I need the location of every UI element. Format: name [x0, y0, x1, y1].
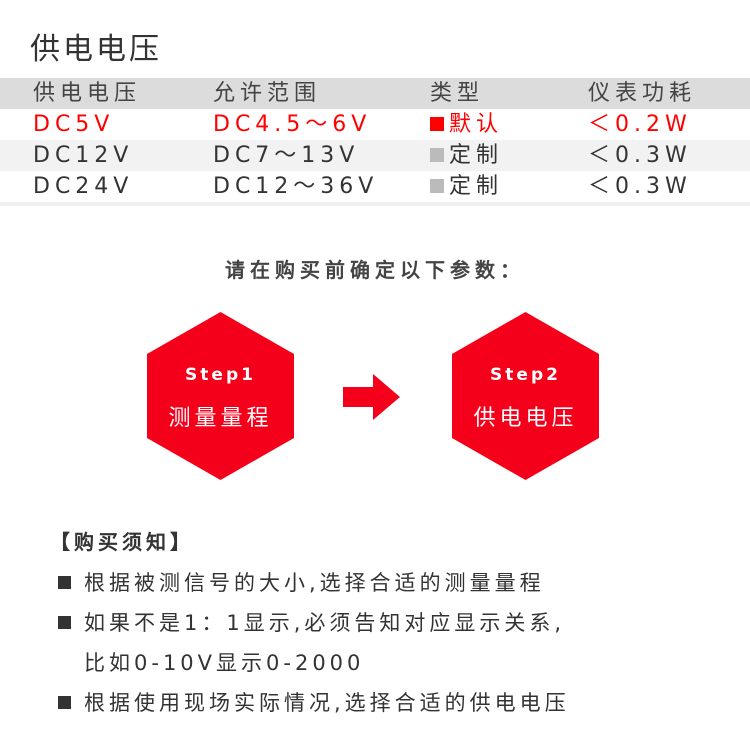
table-row: DC5V DC4.5～6V 默认 ＜0.2W	[0, 109, 750, 140]
hexagon-shape	[452, 312, 599, 480]
note-item: 根据使用现场实际情况,选择合适的供电电压	[58, 687, 570, 717]
step1-hexagon: Step1 测量量程	[147, 312, 294, 480]
note-item-continued: 比如0-10V显示0-2000	[84, 647, 364, 677]
cell-power: ＜0.2W	[588, 112, 692, 137]
cell-voltage: DC5V	[33, 112, 115, 137]
cell-type: 定制	[430, 171, 503, 202]
header-type: 类型	[430, 81, 485, 106]
type-label: 默认	[449, 112, 504, 137]
bullet-icon	[58, 616, 71, 629]
arrow-right-icon	[343, 374, 400, 420]
step-label: 测量量程	[168, 406, 273, 431]
type-label: 定制	[449, 143, 504, 168]
square-marker-icon	[430, 117, 444, 131]
cell-type: 默认	[430, 109, 503, 140]
bullet-icon	[58, 696, 71, 709]
square-marker-icon	[430, 179, 444, 193]
note-text: 根据使用现场实际情况,选择合适的供电电压	[84, 691, 570, 715]
note-text: 根据被测信号的大小,选择合适的测量量程	[84, 571, 545, 595]
table-row: DC12V DC7～13V 定制 ＜0.3W	[0, 140, 750, 171]
cell-power: ＜0.3W	[588, 174, 692, 199]
cell-voltage: DC24V	[33, 174, 134, 199]
note-item: 根据被测信号的大小,选择合适的测量量程	[58, 567, 545, 597]
cell-type: 定制	[430, 140, 503, 171]
cell-voltage: DC12V	[33, 143, 134, 168]
step-number: Step1	[185, 365, 256, 385]
table-divider	[0, 202, 750, 206]
step2-hexagon: Step2 供电电压	[452, 312, 599, 480]
note-text: 比如0-10V显示0-2000	[84, 651, 365, 675]
cell-range: DC12～36V	[213, 174, 379, 199]
cell-range: DC4.5～6V	[213, 112, 372, 137]
note-item: 如果不是1：1显示,必须告知对应显示关系,	[58, 607, 565, 637]
note-text: 如果不是1：1显示,必须告知对应显示关系,	[84, 611, 566, 635]
header-range: 允许范围	[213, 81, 322, 106]
table-header: 供电电压 允许范围 类型 仪表功耗	[0, 78, 750, 109]
step-number: Step2	[490, 365, 561, 385]
header-voltage: 供电电压	[33, 81, 142, 106]
bullet-icon	[58, 576, 71, 589]
type-label: 定制	[449, 174, 504, 199]
steps-heading: 请在购买前确定以下参数：	[225, 258, 525, 282]
hexagon-shape	[147, 312, 294, 480]
table-row: DC24V DC12～36V 定制 ＜0.3W	[0, 171, 750, 202]
header-power: 仪表功耗	[588, 81, 697, 106]
cell-power: ＜0.3W	[588, 143, 692, 168]
cell-range: DC7～13V	[213, 143, 360, 168]
square-marker-icon	[430, 148, 444, 162]
step-label: 供电电压	[473, 406, 578, 431]
notes-title: 【购买须知】	[50, 530, 194, 554]
page-title: 供电电压	[30, 32, 162, 67]
